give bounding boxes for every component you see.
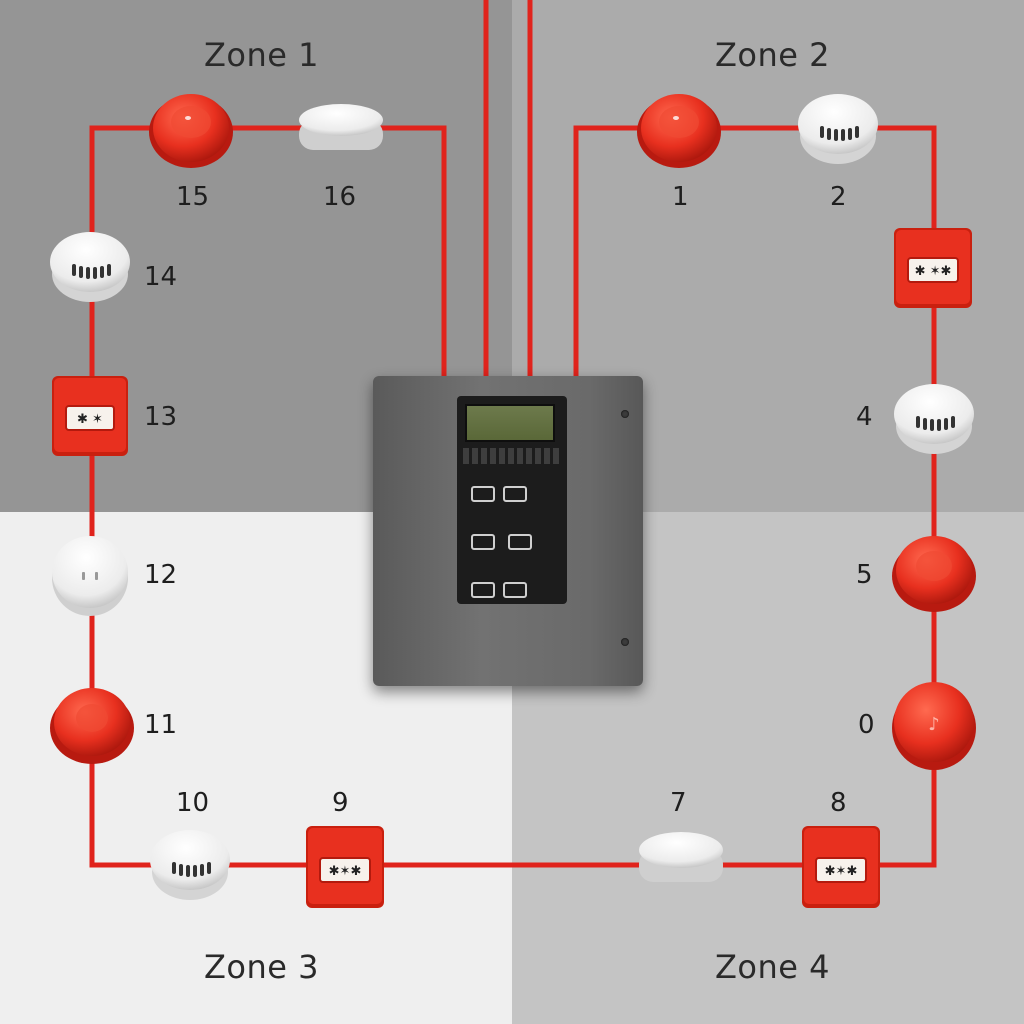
keypad-button[interactable]: [471, 582, 495, 598]
device-number: 11: [144, 710, 178, 740]
device-number: 14: [144, 262, 178, 292]
svg-text:✱ ✶✱: ✱ ✶✱: [915, 264, 952, 279]
smoke-detector-icon[interactable]: [892, 378, 976, 458]
device-number: 13: [144, 402, 178, 432]
sounder-icon[interactable]: [634, 88, 724, 170]
manual-call-point-icon[interactable]: ✱✶✱: [800, 824, 882, 910]
panel-screw-icon: [621, 638, 629, 646]
svg-text:♪: ♪: [928, 714, 940, 735]
device-number: 5: [856, 560, 873, 590]
device-number: 16: [323, 182, 357, 212]
manual-call-point-icon[interactable]: ✱✶✱: [304, 824, 386, 910]
svg-text:✱✶✱: ✱✶✱: [329, 864, 362, 879]
device-number: 2: [830, 182, 847, 212]
device-number: 7: [670, 788, 687, 818]
device-number: 15: [176, 182, 210, 212]
wire-zone2-loop: [516, 125, 937, 868]
detector-icon[interactable]: [636, 828, 726, 892]
keypad: [467, 486, 557, 630]
status-led-strip: [463, 448, 559, 464]
device-number: 8: [830, 788, 847, 818]
sounder-icon[interactable]: [146, 88, 236, 170]
svg-text:✱ ✶: ✱ ✶: [77, 412, 103, 427]
control-panel[interactable]: [373, 376, 643, 686]
sounder-icon[interactable]: ♪: [888, 678, 980, 770]
detector-icon[interactable]: [296, 100, 386, 160]
sounder-icon[interactable]: [890, 530, 978, 614]
control-panel-face: [457, 396, 567, 604]
detector-icon[interactable]: [48, 532, 132, 618]
keypad-button[interactable]: [503, 582, 527, 598]
sounder-icon[interactable]: [48, 682, 136, 766]
smoke-detector-icon[interactable]: [48, 226, 132, 306]
lcd-display: [465, 404, 555, 442]
smoke-detector-icon[interactable]: [796, 88, 880, 168]
keypad-button[interactable]: [508, 534, 533, 550]
manual-call-point-icon[interactable]: ✱ ✶✱: [892, 226, 974, 310]
device-number: 9: [332, 788, 349, 818]
zone-1-label: Zone 1: [204, 36, 319, 74]
zone-3-label: Zone 3: [204, 948, 319, 986]
zone-4-label: Zone 4: [715, 948, 830, 986]
device-number: 10: [176, 788, 210, 818]
keypad-button[interactable]: [503, 486, 527, 502]
keypad-button[interactable]: [471, 486, 495, 502]
keypad-button[interactable]: [471, 534, 495, 550]
device-number: 1: [672, 182, 689, 212]
device-number: 4: [856, 402, 873, 432]
panel-screw-icon: [621, 410, 629, 418]
device-number: 0: [858, 710, 875, 740]
zone-2-label: Zone 2: [715, 36, 830, 74]
svg-text:✱✶✱: ✱✶✱: [825, 864, 858, 879]
wire-zone1-loop: [89, 125, 516, 868]
manual-call-point-icon[interactable]: ✱ ✶: [50, 374, 130, 458]
device-number: 12: [144, 560, 178, 590]
smoke-detector-icon[interactable]: [148, 824, 232, 904]
